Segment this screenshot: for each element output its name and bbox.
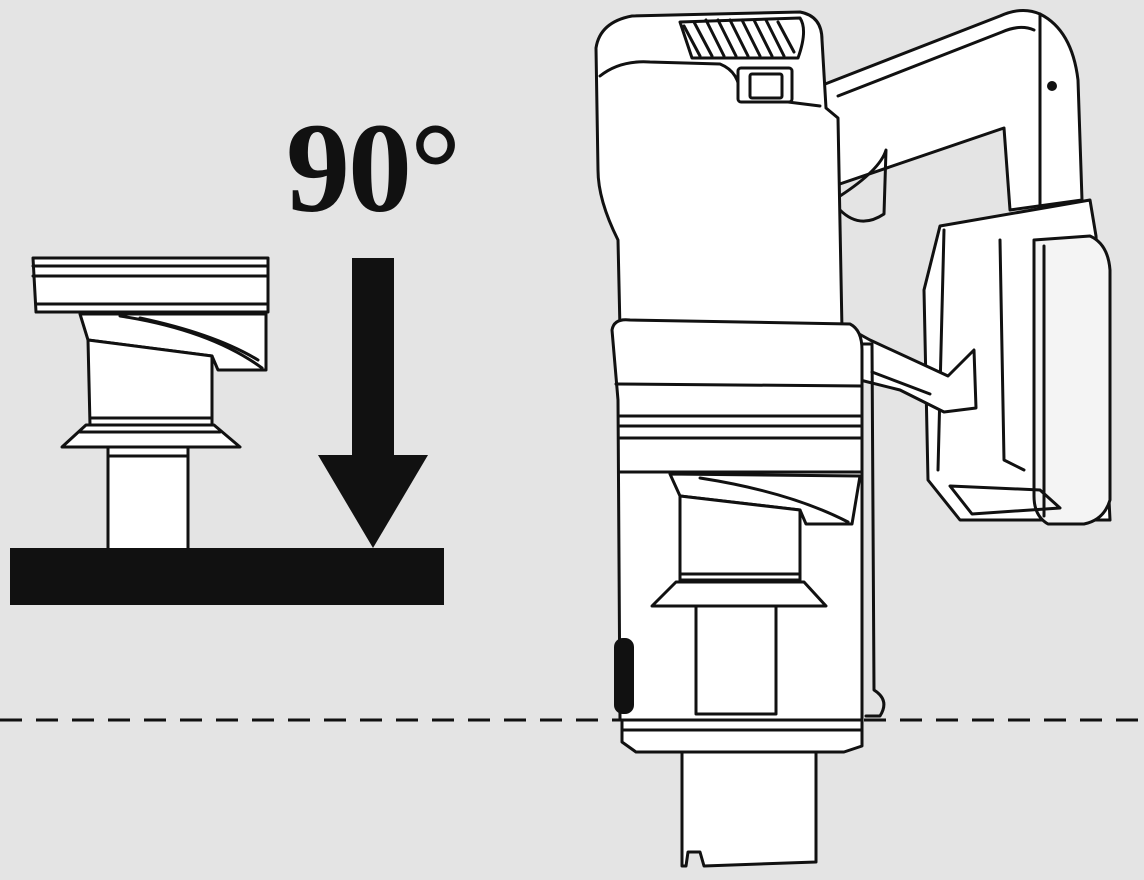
angle-label: 90° [286,97,461,239]
handheld-vacuum-icon [594,9,1112,868]
down-arrow-icon [318,258,428,548]
cyclone-filter-icon [31,256,270,552]
surface-plate [10,548,444,605]
